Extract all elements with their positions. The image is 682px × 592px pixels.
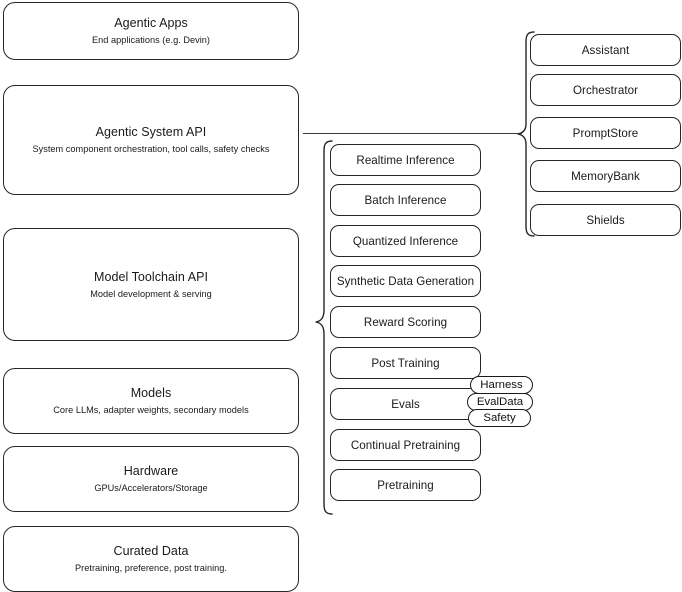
stack-layer-subtitle: End applications (e.g. Devin) <box>91 35 211 45</box>
toolchain-item-batch-inference[interactable]: Batch Inference <box>330 184 481 216</box>
stack-layer-title: Agentic System API <box>95 125 207 139</box>
toolchain-item-synthetic-data-generation[interactable]: Synthetic Data Generation <box>330 265 481 297</box>
system-item-promptstore[interactable]: PromptStore <box>530 117 681 149</box>
stack-layer-subtitle: Core LLMs, adapter weights, secondary mo… <box>53 405 249 415</box>
stack-layer-hardware[interactable]: Hardware GPUs/Accelerators/Storage <box>3 446 299 512</box>
stack-layer-subtitle: Pretraining, preference, post training. <box>75 563 227 573</box>
stack-layer-models[interactable]: Models Core LLMs, adapter weights, secon… <box>3 368 299 434</box>
brace-agentic-system-components <box>517 31 535 237</box>
system-item-assistant[interactable]: Assistant <box>530 34 681 66</box>
stack-layer-title: Model Toolchain API <box>94 269 208 284</box>
stack-layer-agentic-apps[interactable]: Agentic Apps End applications (e.g. Devi… <box>3 2 299 60</box>
stack-layer-title: Hardware <box>123 464 179 478</box>
toolchain-item-continual-pretraining[interactable]: Continual Pretraining <box>330 429 481 461</box>
stack-layer-model-toolchain-api[interactable]: Model Toolchain API Model development & … <box>3 228 299 341</box>
stack-layer-title: Models <box>130 386 172 400</box>
stack-layer-subtitle: Model development & serving <box>90 288 212 299</box>
toolchain-item-reward-scoring[interactable]: Reward Scoring <box>330 306 481 338</box>
system-item-memorybank[interactable]: MemoryBank <box>530 160 681 192</box>
toolchain-item-post-training[interactable]: Post Training <box>330 347 481 379</box>
stack-layer-subtitle: GPUs/Accelerators/Storage <box>94 483 208 493</box>
toolchain-item-quantized-inference[interactable]: Quantized Inference <box>330 225 481 257</box>
connector-system-api-to-components <box>303 133 522 135</box>
evals-pill-safety[interactable]: Safety <box>468 409 531 427</box>
system-item-shields[interactable]: Shields <box>530 204 681 236</box>
toolchain-item-evals[interactable]: Evals <box>330 388 481 420</box>
brace-model-toolchain <box>315 140 333 515</box>
toolchain-item-pretraining[interactable]: Pretraining <box>330 469 481 501</box>
stack-layer-title: Agentic Apps <box>114 16 188 30</box>
stack-layer-title: Curated Data <box>113 544 189 558</box>
stack-layer-subtitle: System component orchestration, tool cal… <box>32 144 270 154</box>
toolchain-item-realtime-inference[interactable]: Realtime Inference <box>330 144 481 176</box>
system-item-orchestrator[interactable]: Orchestrator <box>530 74 681 106</box>
stack-layer-curated-data[interactable]: Curated Data Pretraining, preference, po… <box>3 526 299 592</box>
evals-pill-harness[interactable]: Harness <box>470 376 533 394</box>
stack-layer-agentic-system-api[interactable]: Agentic System API System component orch… <box>3 85 299 195</box>
